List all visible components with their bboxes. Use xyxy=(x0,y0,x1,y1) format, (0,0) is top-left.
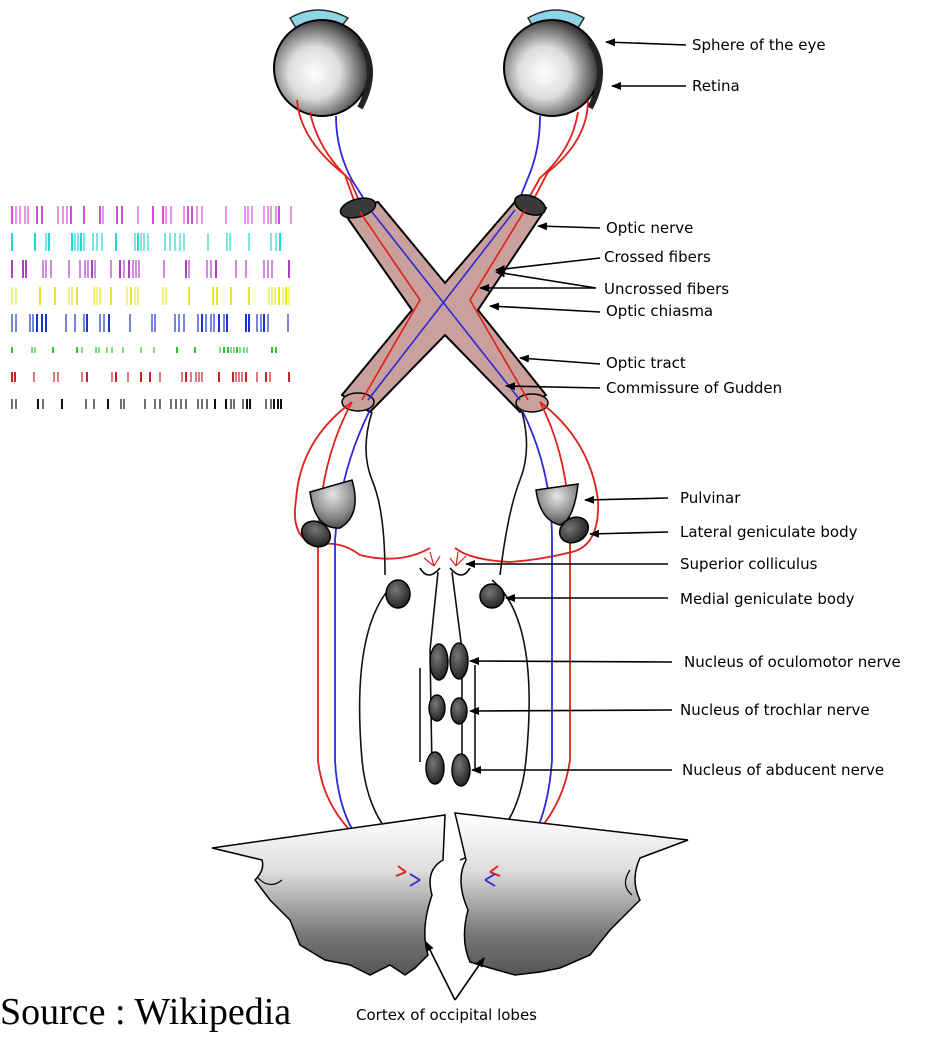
label-sphere-of-eye: Sphere of the eye xyxy=(692,36,826,54)
label-nucleus-oculomotor: Nucleus of oculomotor nerve xyxy=(684,653,901,671)
trochlar-nuclei xyxy=(429,695,467,724)
black-pathways xyxy=(360,412,530,860)
label-uncrossed-fibers: Uncrossed fibers xyxy=(604,280,729,298)
label-commissure-of-gudden: Commissure of Gudden xyxy=(606,379,782,397)
abducent-nuclei xyxy=(426,752,470,786)
label-medial-geniculate-body: Medial geniculate body xyxy=(680,590,855,608)
left-eye xyxy=(274,10,370,116)
label-optic-nerve: Optic nerve xyxy=(606,219,693,237)
optic-chiasm xyxy=(338,191,548,412)
superior-colliculus xyxy=(420,552,470,575)
label-superior-colliculus: Superior colliculus xyxy=(680,555,818,573)
label-nucleus-abducent: Nucleus of abducent nerve xyxy=(682,761,884,779)
label-retina: Retina xyxy=(692,77,740,95)
label-pulvinar: Pulvinar xyxy=(680,489,741,507)
label-optic-chiasma: Optic chiasma xyxy=(606,302,713,320)
occipital-cortex xyxy=(212,813,688,975)
label-lateral-geniculate-body: Lateral geniculate body xyxy=(680,523,858,541)
label-crossed-fibers: Crossed fibers xyxy=(604,248,711,266)
medial-geniculate-left xyxy=(386,580,410,608)
medial-geniculate-right xyxy=(480,584,504,608)
optic-nerve-fibers xyxy=(297,100,588,212)
source-caption: Source : Wikipedia xyxy=(0,990,291,1034)
spike-raster xyxy=(12,206,291,409)
label-cortex-occipital: Cortex of occipital lobes xyxy=(356,1006,537,1024)
oculomotor-nuclei xyxy=(430,643,468,680)
right-eye xyxy=(504,10,600,116)
label-optic-tract: Optic tract xyxy=(606,354,686,372)
label-nucleus-trochlar: Nucleus of trochlar nerve xyxy=(680,701,870,719)
